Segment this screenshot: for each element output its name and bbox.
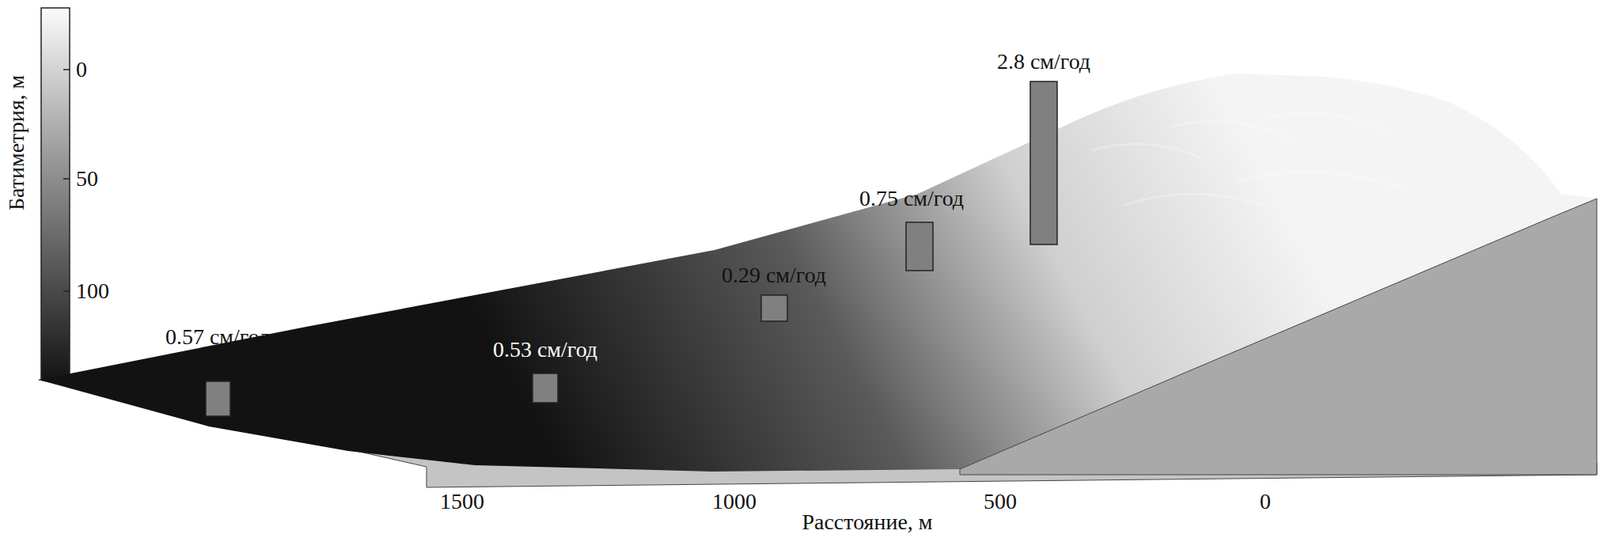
colorbar <box>41 7 70 380</box>
bedforms <box>1091 113 1409 206</box>
tick-label: 50 <box>75 166 99 192</box>
tick-label: 100 <box>75 279 110 304</box>
tick-label: 0 <box>75 57 88 83</box>
colorbar-ticks <box>63 69 70 292</box>
tick-label: 500 <box>983 489 1017 515</box>
rate-label: 0.57 см/год <box>165 325 270 350</box>
rate-bars <box>205 81 1058 417</box>
rate-label: 0.75 см/год <box>859 186 964 212</box>
tick-label: 1000 <box>712 489 757 515</box>
tick-label: 1500 <box>439 489 485 515</box>
axis-title: Расстояние, м <box>801 510 933 535</box>
tick-label: 0 <box>1259 489 1271 515</box>
axis-title: Батиметрия, м <box>5 74 31 210</box>
rate-label: 0.29 см/год <box>721 263 827 289</box>
rate-label: 2.8 см/год <box>997 49 1091 75</box>
rate-label: 0.53 см/год <box>492 337 598 363</box>
